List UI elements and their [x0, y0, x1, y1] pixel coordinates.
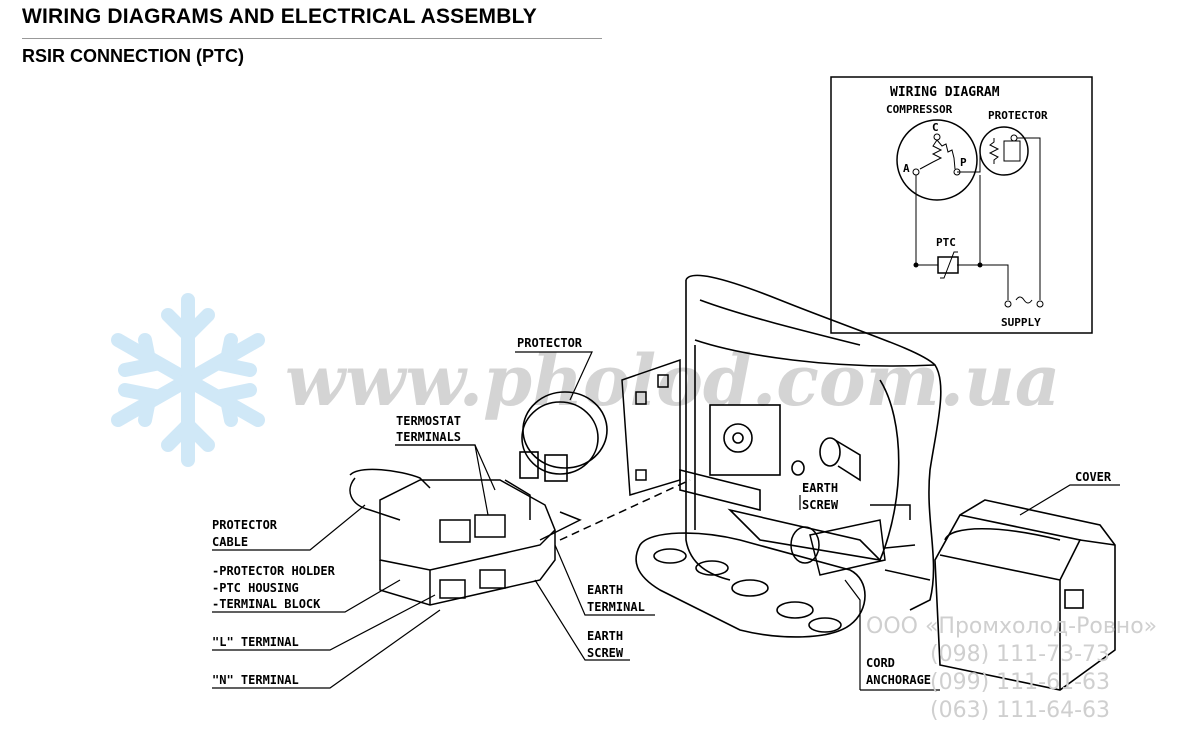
ptc-symbol — [937, 256, 959, 274]
label-termostat-2: TERMINALS — [396, 430, 461, 444]
watermark-phone-1: (098) 111-73-73 — [930, 642, 1110, 667]
terminal-a-label: A — [903, 162, 910, 175]
label-cord-2: ANCHORAGE — [866, 673, 931, 687]
wiring-diagram-title: WIRING DIAGRAM — [890, 85, 1000, 100]
supply-label: SUPPLY — [1001, 316, 1041, 329]
cord-anchorage-part — [790, 504, 931, 581]
compressor-label: COMPRESSOR — [886, 103, 953, 116]
protector-schematic-label: PROTECTOR — [988, 109, 1048, 122]
label-termostat-1: TERMOSTAT — [396, 414, 461, 428]
label-earth-screw-2: SCREW — [587, 646, 624, 660]
label-earth-terminal-2: TERMINAL — [587, 600, 645, 614]
label-terminal-block: -TERMINAL BLOCK — [212, 597, 321, 611]
label-protector-cable-1: PROTECTOR — [212, 518, 278, 532]
label-earth-terminal-1: EARTH — [587, 583, 623, 597]
label-earth-screw-top-2: SCREW — [802, 498, 839, 512]
ac-supply-icon — [1015, 296, 1033, 304]
page-title: WIRING DIAGRAMS AND ELECTRICAL ASSEMBLY — [22, 5, 537, 28]
compressor-symbol — [896, 119, 978, 201]
watermark-site: www.pholod.com.ua — [285, 339, 1060, 422]
label-cover: COVER — [1075, 470, 1112, 484]
label-n-terminal: "N" TERMINAL — [212, 673, 299, 687]
page-subtitle: RSIR CONNECTION (PTC) — [22, 46, 244, 66]
snowflake-watermark-icon — [111, 293, 265, 467]
protector-part — [519, 391, 608, 482]
watermark-phone-2: (099) 111-61-63 — [930, 670, 1110, 695]
title-divider — [22, 38, 602, 39]
label-protector-holder: -PROTECTOR HOLDER — [212, 564, 336, 578]
leader-lines — [212, 351, 1120, 691]
mounting-plate — [621, 358, 681, 496]
label-earth-screw-top-1: EARTH — [802, 481, 838, 495]
watermark-company: ООО «Промхолод-Ровно» — [866, 614, 1157, 639]
ptc-label: PTC — [936, 236, 956, 249]
label-protector: PROTECTOR — [517, 336, 583, 350]
label-protector-cable-2: CABLE — [212, 535, 248, 549]
compressor-body — [635, 274, 942, 638]
label-l-terminal: "L" TERMINAL — [212, 635, 299, 649]
wiring-diagram-panel: WIRING DIAGRAM COMPRESSOR PROTECTOR C A … — [830, 76, 1093, 334]
cover-part — [934, 499, 1116, 691]
terminal-c-label: C — [932, 121, 939, 134]
terminal-block-assembly — [349, 468, 691, 606]
terminal-p-label: P — [960, 156, 967, 169]
watermark-phone-3: (063) 111-64-63 — [930, 698, 1110, 723]
label-cord-1: CORD — [866, 656, 895, 670]
label-earth-screw-1: EARTH — [587, 629, 623, 643]
label-ptc-housing: -PTC HOUSING — [212, 581, 299, 595]
